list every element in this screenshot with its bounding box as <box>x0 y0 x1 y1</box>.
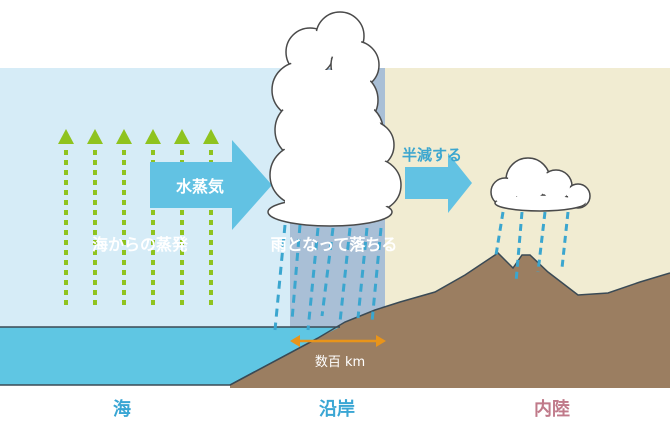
rain-streak <box>560 211 570 269</box>
rain-streak <box>273 224 287 331</box>
cumulonimbus-cloud-fill <box>270 14 399 224</box>
water-vapor-arrow <box>150 140 272 230</box>
region-label-sea: 海 <box>113 398 131 420</box>
evaporation-arrows <box>58 129 219 305</box>
land-outline <box>229 252 670 386</box>
rain-streak <box>306 227 320 331</box>
rain-streak <box>338 227 352 323</box>
inland-rain <box>494 211 570 283</box>
water-vapor-label: 水蒸気 <box>176 177 224 196</box>
halved-label: 半減する <box>402 146 462 164</box>
evaporation-label: 海からの蒸発 <box>92 235 189 254</box>
coast-rain <box>273 224 383 331</box>
halved-arrow <box>405 153 472 213</box>
evaporation-arrow <box>58 129 74 305</box>
distance-label: 数百 km <box>315 355 365 370</box>
land-mass <box>230 253 670 388</box>
rain-streak <box>370 227 383 323</box>
inland-cloud-fill <box>493 160 588 209</box>
distance-indicator <box>290 335 386 347</box>
evaporation-arrow <box>87 129 103 305</box>
region-label-inland: 内陸 <box>534 398 570 420</box>
evaporation-arrow <box>174 129 190 305</box>
rain-streak <box>320 227 335 317</box>
region-label-coast: 沿岸 <box>319 398 355 420</box>
evaporation-arrow <box>145 129 161 305</box>
evaporation-arrow <box>203 129 219 305</box>
evaporation-arrow <box>116 129 132 305</box>
rain-streak <box>494 211 505 256</box>
rain-streak <box>356 227 369 319</box>
rain-streak <box>290 224 302 321</box>
sea-water <box>0 327 340 385</box>
rain-streak <box>536 211 547 273</box>
rain-label: 雨となって落ちる <box>271 235 398 254</box>
